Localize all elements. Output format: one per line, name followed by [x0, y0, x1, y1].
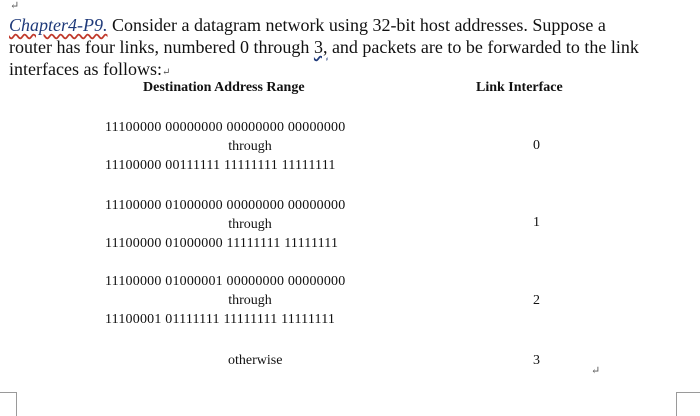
problem-line-2-before: router has four links, numbered 0 throug… [9, 37, 314, 57]
grammar-flag: 3, [313, 37, 328, 57]
problem-statement: Chapter4-P9. Consider a datagram network… [9, 14, 699, 80]
table-row: 11100000 01000001 00000000 00000000 thro… [105, 272, 375, 329]
table-row: 11100000 00000000 00000000 00000000 thro… [105, 118, 375, 175]
header-link-interface: Link Interface [476, 80, 563, 95]
range-start: 11100000 01000000 00000000 00000000 [105, 198, 346, 213]
problem-line-1: Chapter4-P9. Consider a datagram network… [9, 14, 699, 36]
range-through: through [228, 217, 272, 232]
problem-line-1-text: Consider a datagram network using 32-bit… [107, 15, 606, 35]
problem-line-2: router has four links, numbered 0 throug… [9, 36, 699, 58]
table-row: 11100000 01000000 00000000 00000000 thro… [105, 196, 375, 253]
range-through: through [228, 139, 272, 154]
header-destination-range: Destination Address Range [143, 80, 305, 95]
range-end: 11100001 01111111 11111111 11111111 [105, 312, 336, 327]
link-interface-value: 2 [533, 293, 540, 308]
range-end: 11100000 01000000 11111111 11111111 [105, 236, 339, 251]
range-start: 11100000 01000001 00000000 00000000 [105, 274, 346, 289]
problem-line-3-text: interfaces as follows: [9, 59, 162, 79]
link-interface-value: 1 [533, 215, 540, 230]
chapter-reference: Chapter4-P9. [9, 15, 108, 35]
range-end: 11100000 00111111 11111111 11111111 [105, 158, 336, 173]
paragraph-mark-icon: ↵ [10, 0, 20, 12]
link-interface-value: 0 [533, 138, 540, 153]
page-corner-marker [676, 392, 700, 416]
paragraph-mark-icon: ↵ [591, 365, 601, 377]
link-interface-value: 3 [533, 353, 540, 368]
page-corner-marker [0, 392, 17, 416]
problem-line-3: interfaces as follows:↵ [9, 58, 699, 80]
otherwise-label: otherwise [228, 353, 283, 368]
range-start: 11100000 00000000 00000000 00000000 [105, 120, 346, 135]
paragraph-mark-icon: ↵ [161, 67, 171, 78]
range-through: through [228, 293, 272, 308]
problem-line-2-after: and packets are to be forwarded to the l… [327, 37, 639, 57]
